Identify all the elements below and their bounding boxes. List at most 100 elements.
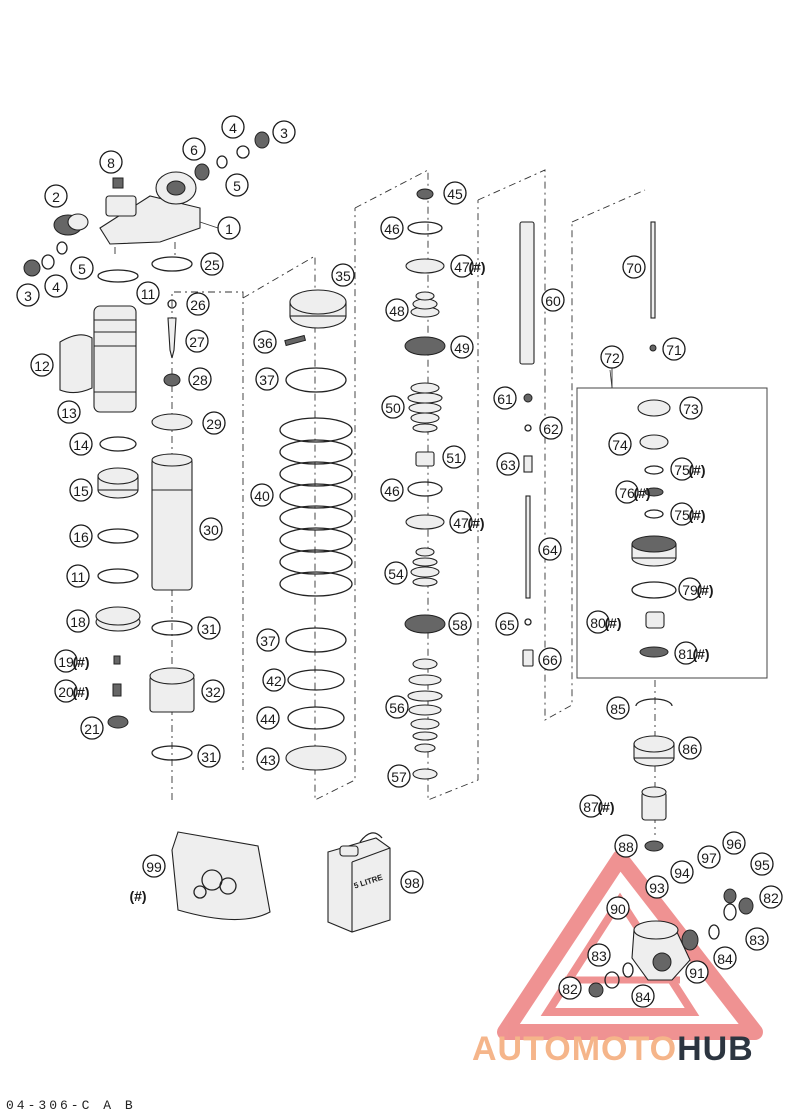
callout-circle [750, 852, 774, 876]
callout-circle [713, 946, 737, 970]
callout-circle [538, 647, 562, 671]
callout-number: 1 [225, 221, 233, 237]
callout-number: 15 [73, 483, 89, 499]
callout-circle [44, 274, 68, 298]
callout-circle [54, 649, 78, 673]
callout-number: 18 [70, 614, 86, 630]
callout-circle [685, 960, 709, 984]
callout-number: 97 [701, 850, 717, 866]
callout-number: 82 [562, 981, 578, 997]
part-63 [523, 455, 533, 473]
callout-number: 63 [500, 457, 516, 473]
callout-76: 76(#) [615, 480, 651, 504]
callout-circle [256, 747, 280, 771]
callout-number: 25 [204, 257, 220, 273]
nut-21 [107, 715, 129, 729]
callout-number: 3 [280, 125, 288, 141]
cap-18 [95, 606, 141, 632]
adjuster-ring-35 [289, 289, 347, 329]
callout-number: 93 [649, 880, 665, 896]
damper-body-30 [151, 453, 193, 591]
ring-75-bottom [644, 509, 664, 519]
callout-circle [541, 288, 565, 312]
callout-31: 31 [197, 744, 221, 768]
callout-number: 83 [591, 948, 607, 964]
nut-88 [644, 840, 664, 852]
callout-20: 20(#) [54, 679, 90, 703]
callout-60: 60 [541, 288, 565, 312]
washer-26 [167, 299, 177, 309]
callout-circle [606, 696, 630, 720]
callout-97: 97 [697, 845, 721, 869]
callout-4: 4 [44, 274, 68, 298]
callout-15: 15 [69, 478, 93, 502]
ring-84-right [708, 924, 720, 940]
callout-circle [400, 870, 424, 894]
callout-61: 61 [493, 386, 517, 410]
callout-circle [197, 744, 221, 768]
callout-circle [57, 400, 81, 424]
callout-circle [606, 896, 630, 920]
reservoir-sticker-12 [59, 334, 93, 394]
callout-circle [678, 577, 702, 601]
callout-circle [256, 706, 280, 730]
callout-number: 49 [454, 340, 470, 356]
valve-19 [113, 655, 121, 665]
callout-70: 70 [622, 255, 646, 279]
callout-45: 45 [443, 181, 467, 205]
callout-circle [66, 609, 90, 633]
part-76 [644, 487, 664, 497]
brand-part-2: HUB [677, 1030, 754, 1068]
callout-91: 91 [685, 960, 709, 984]
callout-circle [385, 298, 409, 322]
callout-circle [256, 628, 280, 652]
callout-2: 2 [44, 184, 68, 208]
callout-number: 87 [583, 799, 599, 815]
callout-number: 81 [678, 646, 694, 662]
nut-3-left [23, 259, 41, 277]
callout-82: 82 [759, 885, 783, 909]
ring-37-top [285, 367, 347, 393]
spring-seat-43 [285, 745, 347, 771]
callout-99: 99(#) [129, 854, 166, 904]
callout-circle [670, 502, 694, 526]
callout-circle [450, 254, 474, 278]
callout-circle [586, 610, 610, 634]
callout-number: 3 [24, 288, 32, 304]
ring-85 [635, 698, 673, 707]
shock-head-assembly [99, 171, 201, 245]
nut-45 [416, 188, 434, 200]
ring-44 [287, 706, 345, 730]
callout-47: 47(#) [450, 254, 486, 278]
callout-number: 20 [58, 684, 74, 700]
callout-number: 43 [260, 752, 276, 768]
callout-number: 80 [590, 615, 606, 631]
callout-43: 43 [256, 747, 280, 771]
callout-71: 71 [662, 337, 686, 361]
callout-number: 11 [141, 286, 156, 302]
callout-73: 73 [679, 396, 703, 420]
callout-circle [443, 181, 467, 205]
callout-number: 62 [543, 421, 559, 437]
callout-number: 57 [391, 769, 407, 785]
callout-circle [493, 386, 517, 410]
ring-42 [287, 669, 345, 691]
callout-number: 73 [683, 401, 699, 417]
callout-circle [495, 612, 519, 636]
ring-84-left [622, 962, 634, 978]
callout-circle [679, 396, 703, 420]
callout-18: 18 [66, 609, 90, 633]
screw-36 [284, 334, 307, 347]
callout-hash-marker: (#) [597, 799, 614, 815]
callout-circle [30, 353, 54, 377]
callout-circle [381, 395, 405, 419]
callout-57: 57 [387, 764, 411, 788]
ring-46-top [407, 221, 443, 235]
callout-circle [385, 695, 409, 719]
callout-hash-marker: (#) [688, 507, 705, 523]
callout-83: 83 [587, 943, 611, 967]
callout-42: 42 [262, 668, 286, 692]
callout-number: 13 [61, 405, 77, 421]
callout-number: 76 [619, 485, 635, 501]
